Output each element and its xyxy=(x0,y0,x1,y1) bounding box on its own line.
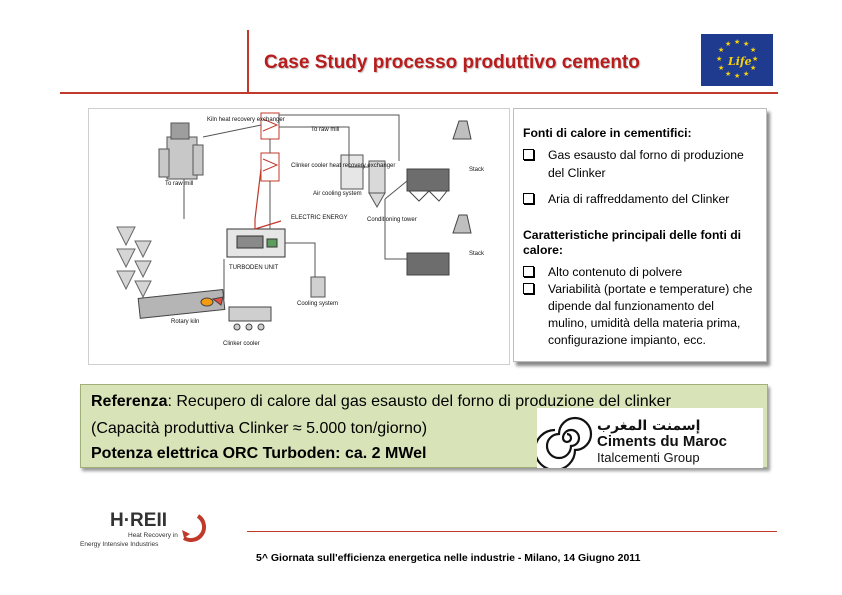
life-logo-text: Life xyxy=(727,55,752,68)
reference-line-3: Potenza elettrica ORC Turboden: ca. 2 MW… xyxy=(91,445,427,462)
heat-sources-heading: Fonti di calore in cementifici: xyxy=(523,126,692,140)
logo-arabic-text: إسمنت المغرب xyxy=(597,418,700,434)
label-stack-2: Stack xyxy=(469,251,485,257)
turboden-unit xyxy=(226,228,286,258)
svg-text:★: ★ xyxy=(734,38,740,46)
header-horizontal-rule xyxy=(60,92,778,94)
list-item: Variabilità (portate e temperature) che … xyxy=(523,281,763,349)
label-turboden-unit: TURBODEN UNIT xyxy=(229,265,279,271)
header-vertical-rule xyxy=(247,30,249,92)
label-electric-energy: ELECTRIC ENERGY xyxy=(291,215,348,221)
list-item: Alto contenuto di polvere xyxy=(523,264,763,282)
label-kiln-hre: Kiln heat recovery exchanger xyxy=(207,117,285,123)
svg-text:★: ★ xyxy=(752,55,758,63)
spiral-logo-icon xyxy=(533,416,593,472)
svg-text:★: ★ xyxy=(743,70,749,78)
heat-sources-box: Fonti di calore in cementifici: Gas esau… xyxy=(513,108,767,362)
characteristics-heading: Caratteristiche principali delle fonti d… xyxy=(523,228,742,257)
svg-text:★: ★ xyxy=(750,46,756,54)
svg-text:★: ★ xyxy=(734,72,740,80)
label-to-raw-mill-2: To raw mill xyxy=(165,181,193,187)
recovery-arrow-icon xyxy=(182,514,206,542)
svg-text:★: ★ xyxy=(725,40,731,48)
label-to-raw-mill-1: To raw mill xyxy=(311,127,339,133)
hreii-logo: H·REII Heat Recovery in Energy Intensive… xyxy=(80,506,240,554)
eu-life-logo: ★★★ ★★★ ★★★ ★★★ Life xyxy=(701,34,773,86)
label-conditioning-tower: Conditioning tower xyxy=(367,217,417,223)
label-air-cooling: Air cooling system xyxy=(313,191,362,197)
cyclone-string xyxy=(116,226,152,299)
label-clinker-cooler: Clinker cooler xyxy=(223,341,260,347)
footer-rule xyxy=(247,531,777,532)
svg-text:★: ★ xyxy=(743,40,749,48)
checkbox-bullet-icon xyxy=(523,193,534,204)
eu-stars-icon: ★★★ ★★★ ★★★ ★★★ Life xyxy=(716,38,758,80)
conditioning-tower xyxy=(368,160,386,209)
rotary-kiln xyxy=(137,289,226,319)
svg-text:★: ★ xyxy=(718,46,724,54)
heat-exchangers xyxy=(260,112,280,182)
label-rotary-kiln: Rotary kiln xyxy=(171,319,199,325)
filters-stacks xyxy=(406,120,472,276)
logo-group-text: Italcementi Group xyxy=(597,450,700,465)
svg-text:★: ★ xyxy=(716,55,722,63)
svg-text:★: ★ xyxy=(750,64,756,72)
footer-text: 5^ Giornata sull'efficienza energetica n… xyxy=(256,552,641,564)
reference-line-2: (Capacità produttiva Clinker ≈ 5.000 ton… xyxy=(91,420,428,437)
hreii-tagline-2: Energy Intensive Industries xyxy=(80,541,159,548)
label-stack-1: Stack xyxy=(469,167,485,173)
reference-line-1: Referenza: Recupero di calore dal gas es… xyxy=(91,393,671,410)
list-item: Aria di raffreddamento del Clinker xyxy=(523,191,763,209)
list-item: Gas esausto dal forno di produzione del … xyxy=(523,147,763,182)
hreii-tagline-1: Heat Recovery in xyxy=(128,532,178,539)
label-clinker-cooler-hre: Clinker cooler heat recovery exchanger xyxy=(291,163,395,169)
ciments-du-maroc-logo: إسمنت المغرب Ciments du Maroc Italcement… xyxy=(533,408,763,472)
logo-name-text: Ciments du Maroc xyxy=(597,433,727,450)
process-diagram: Kiln heat recovery exchanger To raw mill… xyxy=(88,108,510,365)
svg-text:★: ★ xyxy=(718,64,724,72)
preheater-tower xyxy=(158,122,204,180)
page-title: Case Study processo produttivo cemento xyxy=(264,52,640,73)
svg-text:★: ★ xyxy=(725,70,731,78)
checkbox-bullet-icon xyxy=(523,266,534,277)
label-cooling-system: Cooling system xyxy=(297,301,338,307)
checkbox-bullet-icon xyxy=(523,149,534,160)
clinker-cooler xyxy=(228,306,272,331)
checkbox-bullet-icon xyxy=(523,283,534,294)
hreii-logo-name: H·REII xyxy=(110,510,167,531)
